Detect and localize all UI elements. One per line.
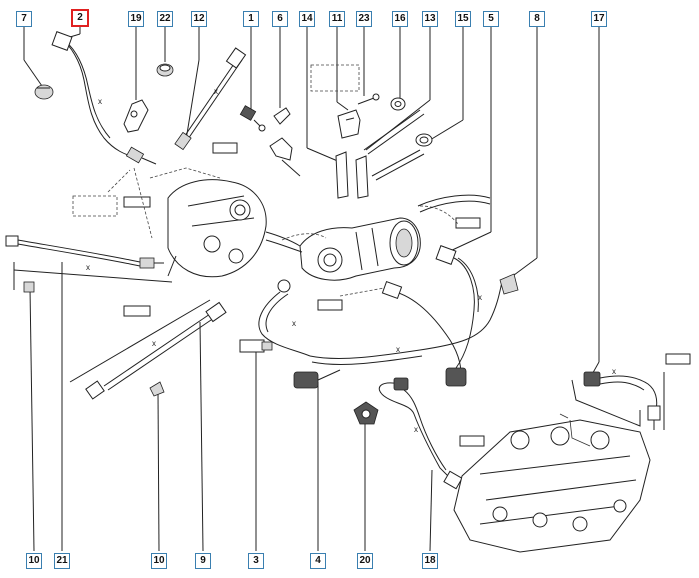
clip-10-mid	[149, 381, 165, 397]
leader-lines	[23, 27, 600, 379]
callout-13[interactable]: 13	[422, 11, 438, 27]
callout-10-mid[interactable]: 10	[151, 553, 167, 569]
sensor-5: x	[381, 245, 482, 387]
callout-18[interactable]: 18	[422, 553, 438, 569]
callout-14[interactable]: 14	[299, 11, 315, 27]
callout-2-selected[interactable]: 2	[71, 9, 89, 27]
clip-10-left	[23, 281, 35, 293]
bottom-leader-lines	[29, 262, 433, 552]
callout-16[interactable]: 16	[392, 11, 408, 27]
sensor-12: x	[174, 47, 247, 151]
grommet-22	[156, 63, 174, 77]
callout-10-left[interactable]: 10	[26, 553, 42, 569]
length-marker: x	[152, 339, 156, 348]
sensor-4-harness: x	[293, 281, 503, 389]
length-marker: x	[98, 97, 102, 106]
bracket-11	[337, 109, 361, 139]
callout-5[interactable]: 5	[483, 11, 499, 27]
bracket-6	[269, 107, 301, 177]
length-marker: x	[396, 345, 400, 354]
clip-7	[34, 84, 54, 100]
sensor-9: x	[69, 299, 227, 400]
callout-12[interactable]: 12	[191, 11, 207, 27]
callout-3[interactable]: 3	[248, 553, 264, 569]
clamp-16	[390, 97, 406, 111]
sensor-17: x	[571, 367, 665, 430]
callout-17[interactable]: 17	[591, 11, 607, 27]
callout-7[interactable]: 7	[16, 11, 32, 27]
callout-20[interactable]: 20	[357, 553, 373, 569]
callout-19[interactable]: 19	[128, 11, 144, 27]
long-pipe	[265, 194, 491, 253]
reference-boxes	[72, 64, 691, 447]
callout-4[interactable]: 4	[310, 553, 326, 569]
clip-8	[499, 273, 519, 295]
sensor-3-harness: x	[239, 279, 311, 357]
length-marker: x	[414, 425, 418, 434]
length-marker: x	[214, 87, 218, 96]
sensor-18-harness: x	[378, 377, 463, 490]
sensor-21: x	[5, 235, 173, 290]
sensor-20	[353, 401, 379, 425]
sensor-2-harness: x	[51, 31, 157, 239]
length-marker: x	[612, 367, 616, 376]
center-assembly	[281, 205, 459, 297]
length-marker: x	[86, 263, 90, 272]
clamp-15	[415, 133, 433, 147]
callout-15[interactable]: 15	[455, 11, 471, 27]
callout-6[interactable]: 6	[272, 11, 288, 27]
callout-9[interactable]: 9	[195, 553, 211, 569]
length-marker: x	[478, 293, 482, 302]
callout-1[interactable]: 1	[243, 11, 259, 27]
hoses-13-14	[335, 109, 425, 199]
callout-21[interactable]: 21	[54, 553, 70, 569]
callout-23[interactable]: 23	[356, 11, 372, 27]
engine-block-lower	[453, 413, 651, 553]
bracket-19	[123, 99, 149, 133]
callout-22[interactable]: 22	[157, 11, 173, 27]
callout-11[interactable]: 11	[329, 11, 345, 27]
engine-block-upper	[149, 167, 267, 278]
bolt-23	[357, 93, 380, 105]
callout-8[interactable]: 8	[529, 11, 545, 27]
sensor-1	[239, 105, 266, 132]
length-marker: x	[292, 319, 296, 328]
